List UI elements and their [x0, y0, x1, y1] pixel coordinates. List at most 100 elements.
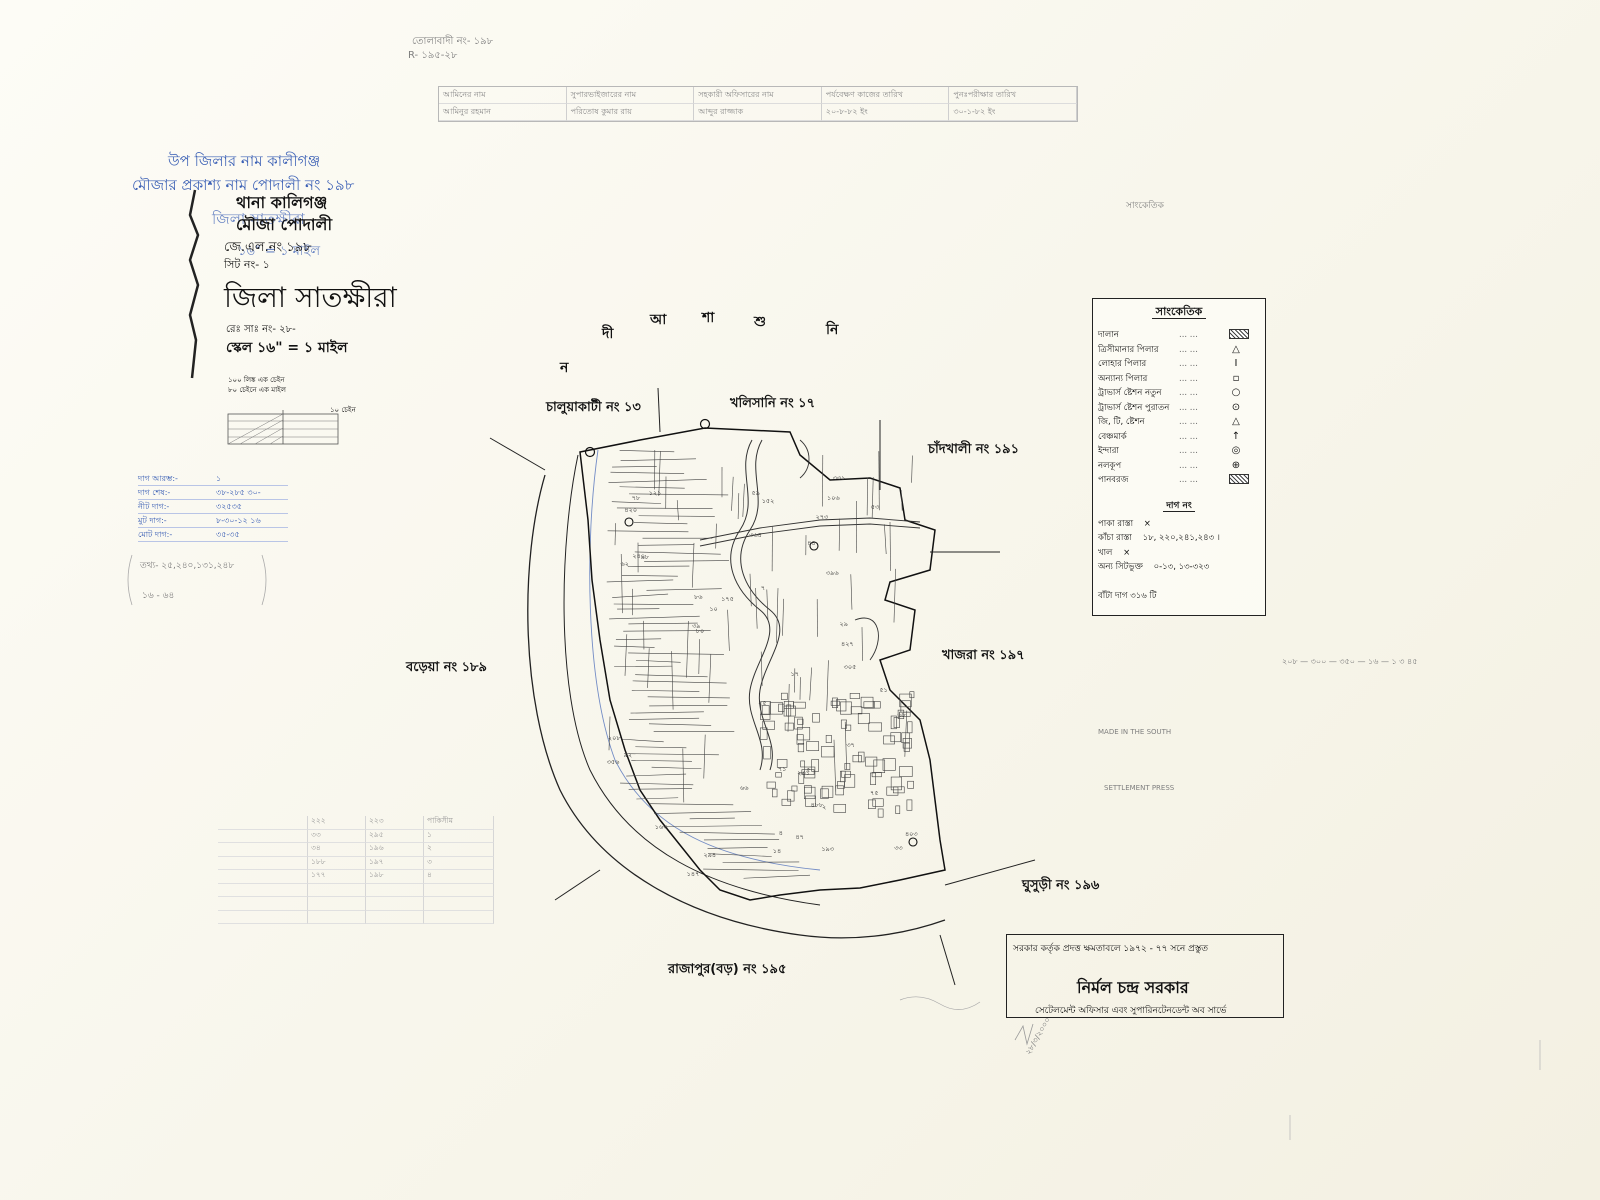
plot-number: ৪০৩	[904, 829, 918, 838]
village-west: বড়েয়া নং ১৮৯	[406, 660, 487, 675]
plot-number: ৪২০	[624, 506, 638, 515]
legend-symbol-icon: ▫	[1232, 372, 1240, 384]
village-north-east: চাঁদখালী নং ১৯১	[928, 442, 1020, 457]
plot-number: ৭৮	[631, 494, 641, 503]
plot-number: ৫	[806, 765, 811, 774]
mouza-note: মৌজার প্রকাশ্য নাম পোদালী নং ১৯৮	[132, 176, 355, 194]
plot-number: ২৩১	[797, 768, 810, 777]
district-overwrite-note: জিলা সাতক্ষীরা	[212, 210, 305, 228]
legend-item: পানবরজ... ...	[1093, 473, 1265, 488]
header-cell: আমিনুর রহমান	[439, 104, 567, 121]
legend-item: জি, টি, ষ্টেশন... ...△	[1093, 415, 1265, 430]
plot-number: ১২১	[648, 488, 662, 497]
plot-number: ৭১	[777, 764, 787, 773]
plot-number: ৫৯	[751, 489, 760, 498]
plot-number: ১৫২	[761, 496, 775, 505]
plot-number: ১৯৩	[821, 845, 835, 854]
plot-number: ৪৪	[807, 538, 816, 547]
legend-box: সাংকেতিক দালান... ...ত্রিসীমানার পিলার..…	[1092, 298, 1266, 616]
chain-note-2: ৮০ চেইনে এক মাইল	[228, 386, 287, 394]
plot-number: ২৭৩	[815, 512, 829, 521]
certificate-line-3: সেটেলমেন্ট অফিসার এবং সুপারিনটেনডেন্ট অব…	[1035, 1006, 1227, 1016]
plot-number: ১০	[709, 604, 718, 613]
plot-number: ২৯	[839, 620, 848, 628]
scale-overwrite-note: ১৬" = ১ মাইল	[238, 244, 321, 259]
summary-row: মুট দাগ:-৮-৩০-১২ ১৬	[138, 514, 288, 528]
faint-right-note: সাংকেতিক	[1126, 201, 1164, 211]
header-cell: পুনঃপরীক্ষার তারিখ	[949, 87, 1077, 104]
plot-number: ৯৮	[640, 553, 650, 562]
dag-item: খাল ×	[1098, 547, 1131, 558]
river-bank-outer	[527, 474, 946, 939]
header-cell: পরিতোষ কুমার রায়	[566, 104, 695, 121]
plot-number: ২৫	[758, 699, 767, 708]
plot-number: ৬৮	[897, 711, 906, 720]
river-name-letter: আ	[650, 312, 667, 328]
dag-item: অন্য সিটভুক্ত ০-১৩, ১৩-৩২৩	[1098, 562, 1210, 572]
summary-row: নীট দাগ:-৩২৫৩৫	[138, 500, 288, 514]
river-name-letter: দী	[602, 326, 614, 342]
village-east: খাজরা নং ১৯৭	[942, 648, 1025, 663]
village-north-west: চালুয়াকাটী নং ১৩	[546, 400, 641, 415]
header-cell: ৩০-১-৮২ ইং	[949, 104, 1077, 121]
river-bank-mid	[563, 454, 821, 906]
legend-item: ইন্দারা... ...◎	[1093, 444, 1265, 459]
header-cell: আমিনের নাম	[439, 87, 567, 104]
plot-number: ৩৯৬	[825, 568, 839, 577]
legend-item: লোহার পিলার... ...I	[1093, 357, 1265, 372]
plot-number: ৭	[760, 584, 766, 593]
bracket-note-2: ১৬ - ৬৪	[142, 591, 175, 601]
legend-item: ট্রাভার্স ষ্টেশন পুরাতন... ...⊙	[1093, 401, 1265, 416]
legend-symbol-icon: ○	[1231, 387, 1241, 398]
plot-number: ৪	[778, 829, 783, 838]
upazila-note: উপ জিলার নাম কালীগঞ্জ	[168, 152, 321, 170]
summary-row: মোট দাগ:-৩৫-৩৫	[138, 528, 288, 542]
plot-number: ৮৬	[694, 593, 703, 602]
faint-margin-numbers: ২০৮ — ৩০০ — ৩৫০ — ১৬ — ১ ৩ ৪৫	[1282, 657, 1418, 666]
header-cell: সুপারভাইজারের নাম	[566, 87, 695, 104]
plot-number: ১৪	[772, 846, 782, 855]
scale-label: স্কেল ১৬" = ১ মাইল	[226, 340, 348, 356]
legend-symbol-icon: I	[1234, 358, 1238, 369]
legend-symbol-icon: ◎	[1231, 445, 1241, 456]
rev-no-label: রেঃ সাঃ নং- ২৮-	[226, 324, 296, 335]
plot-summary-table: দাগ আরম্ভ:-১ দাগ শেষ:-৩৮-২৮৫ ৩০- নীট দাগ…	[138, 472, 288, 542]
legend-symbol-icon: △	[1232, 343, 1240, 355]
district-title: জিলা সাতক্ষীরা	[224, 281, 397, 314]
bracket-note-1: তথ্য- ২৫,২৪০,১৩১,২৪৮	[140, 561, 235, 571]
plot-boundaries	[606, 450, 915, 879]
traverse-station-icon	[809, 541, 819, 551]
chain-note-1: ১০০ লিঙ্ক এক চেইন	[228, 376, 285, 384]
legend-items: দালান... ...ত্রিসীমানার পিলার... ...△লোহ…	[1093, 328, 1265, 488]
legend-symbol-icon: ⊙	[1231, 401, 1241, 413]
plot-number: ১০৬	[827, 494, 840, 503]
header-cell: আব্দুর রাজ্জাক	[694, 104, 822, 121]
plot-number: ৫১	[879, 685, 888, 694]
plot-number: ৮০	[695, 626, 705, 635]
plot-number: ৪২৭	[840, 640, 854, 649]
legend-symbol-icon: ↑	[1231, 430, 1241, 442]
summary-row: দাগ আরম্ভ:-১	[138, 472, 288, 486]
dag-items: পাকা রাস্তা ×কাঁচা রাস্তা ১৮, ২২০,২৪১,২৪…	[1093, 517, 1265, 575]
plot-number: ৩৩১	[832, 473, 846, 482]
plot-number: ২৪০	[632, 552, 645, 561]
plot-number: ৪৭	[795, 833, 804, 842]
plot-number: ৩০৫	[843, 663, 857, 672]
surveyor-header-table: আমিনের নাম সুপারভাইজারের নাম সহকারী অফিস…	[438, 86, 1078, 122]
header-cell: সহকারী অফিসারের নাম	[694, 87, 822, 104]
plot-number: ২	[821, 803, 827, 812]
certificate-box: সরকার কর্তৃক প্রদত্ত ক্ষমতাবলে ১৯৭২ - ৭৭…	[1006, 934, 1284, 1018]
traverse-station-icon	[624, 517, 634, 527]
village-south: রাজাপুর(বড়) নং ১৯৫	[668, 962, 787, 977]
top-note-2: R- ১৯৫-২৮	[408, 50, 458, 61]
legend-item: বেঞ্চমার্ক... ...↑	[1093, 430, 1265, 445]
plot-number: ৯২	[623, 750, 633, 759]
scale-bar	[227, 410, 339, 445]
legend-item: দালান... ...	[1093, 328, 1265, 343]
dag-item: পাকা রাস্তা ×	[1098, 518, 1151, 529]
plot-number: ৩৬৪	[749, 531, 762, 540]
legend-item: ট্রাভার্স ষ্টেশন নতুন... ...○	[1093, 386, 1265, 401]
